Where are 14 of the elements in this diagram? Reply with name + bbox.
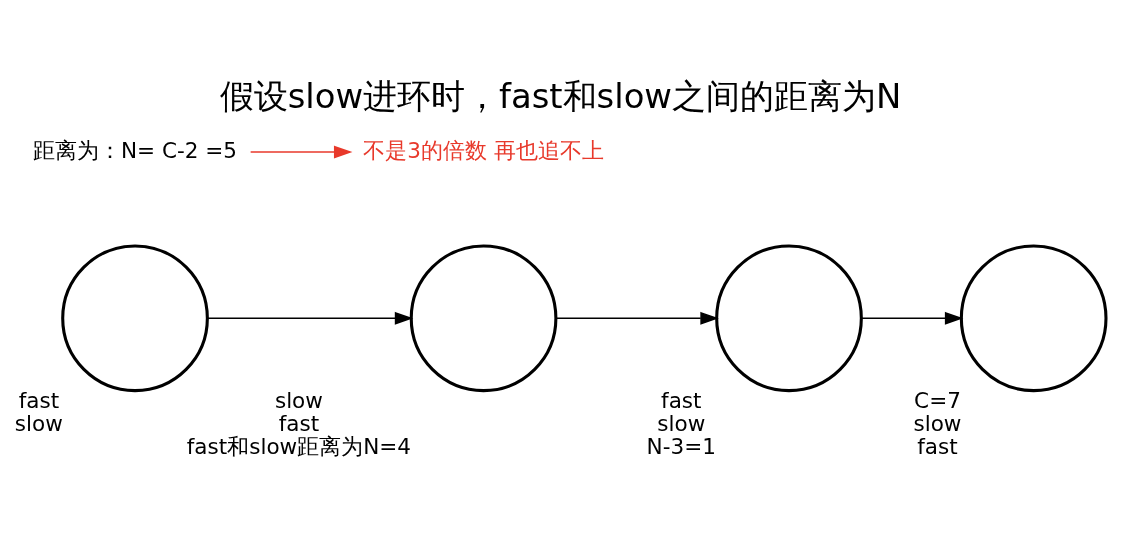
node-label: fast: [661, 387, 702, 413]
node-label: fast: [278, 410, 320, 436]
node-label: slow: [913, 410, 962, 436]
node-label: slow: [274, 387, 323, 413]
node-label: N-3=1: [646, 433, 716, 459]
node-label: C=7: [914, 387, 961, 413]
node-label: fast: [917, 433, 958, 459]
diagram-title: 假设slow进环时，fast和slow之间的距离为N: [219, 76, 902, 116]
node-label: fast和slow距离为N=4: [186, 433, 412, 459]
node-label: slow: [657, 410, 706, 436]
node-text: 不是3的倍数 再也追不上: [363, 137, 604, 163]
node-label: slow: [14, 410, 63, 436]
node-text: 距离为：N= C-2 =5: [32, 137, 238, 163]
node-label: fast: [18, 387, 60, 413]
